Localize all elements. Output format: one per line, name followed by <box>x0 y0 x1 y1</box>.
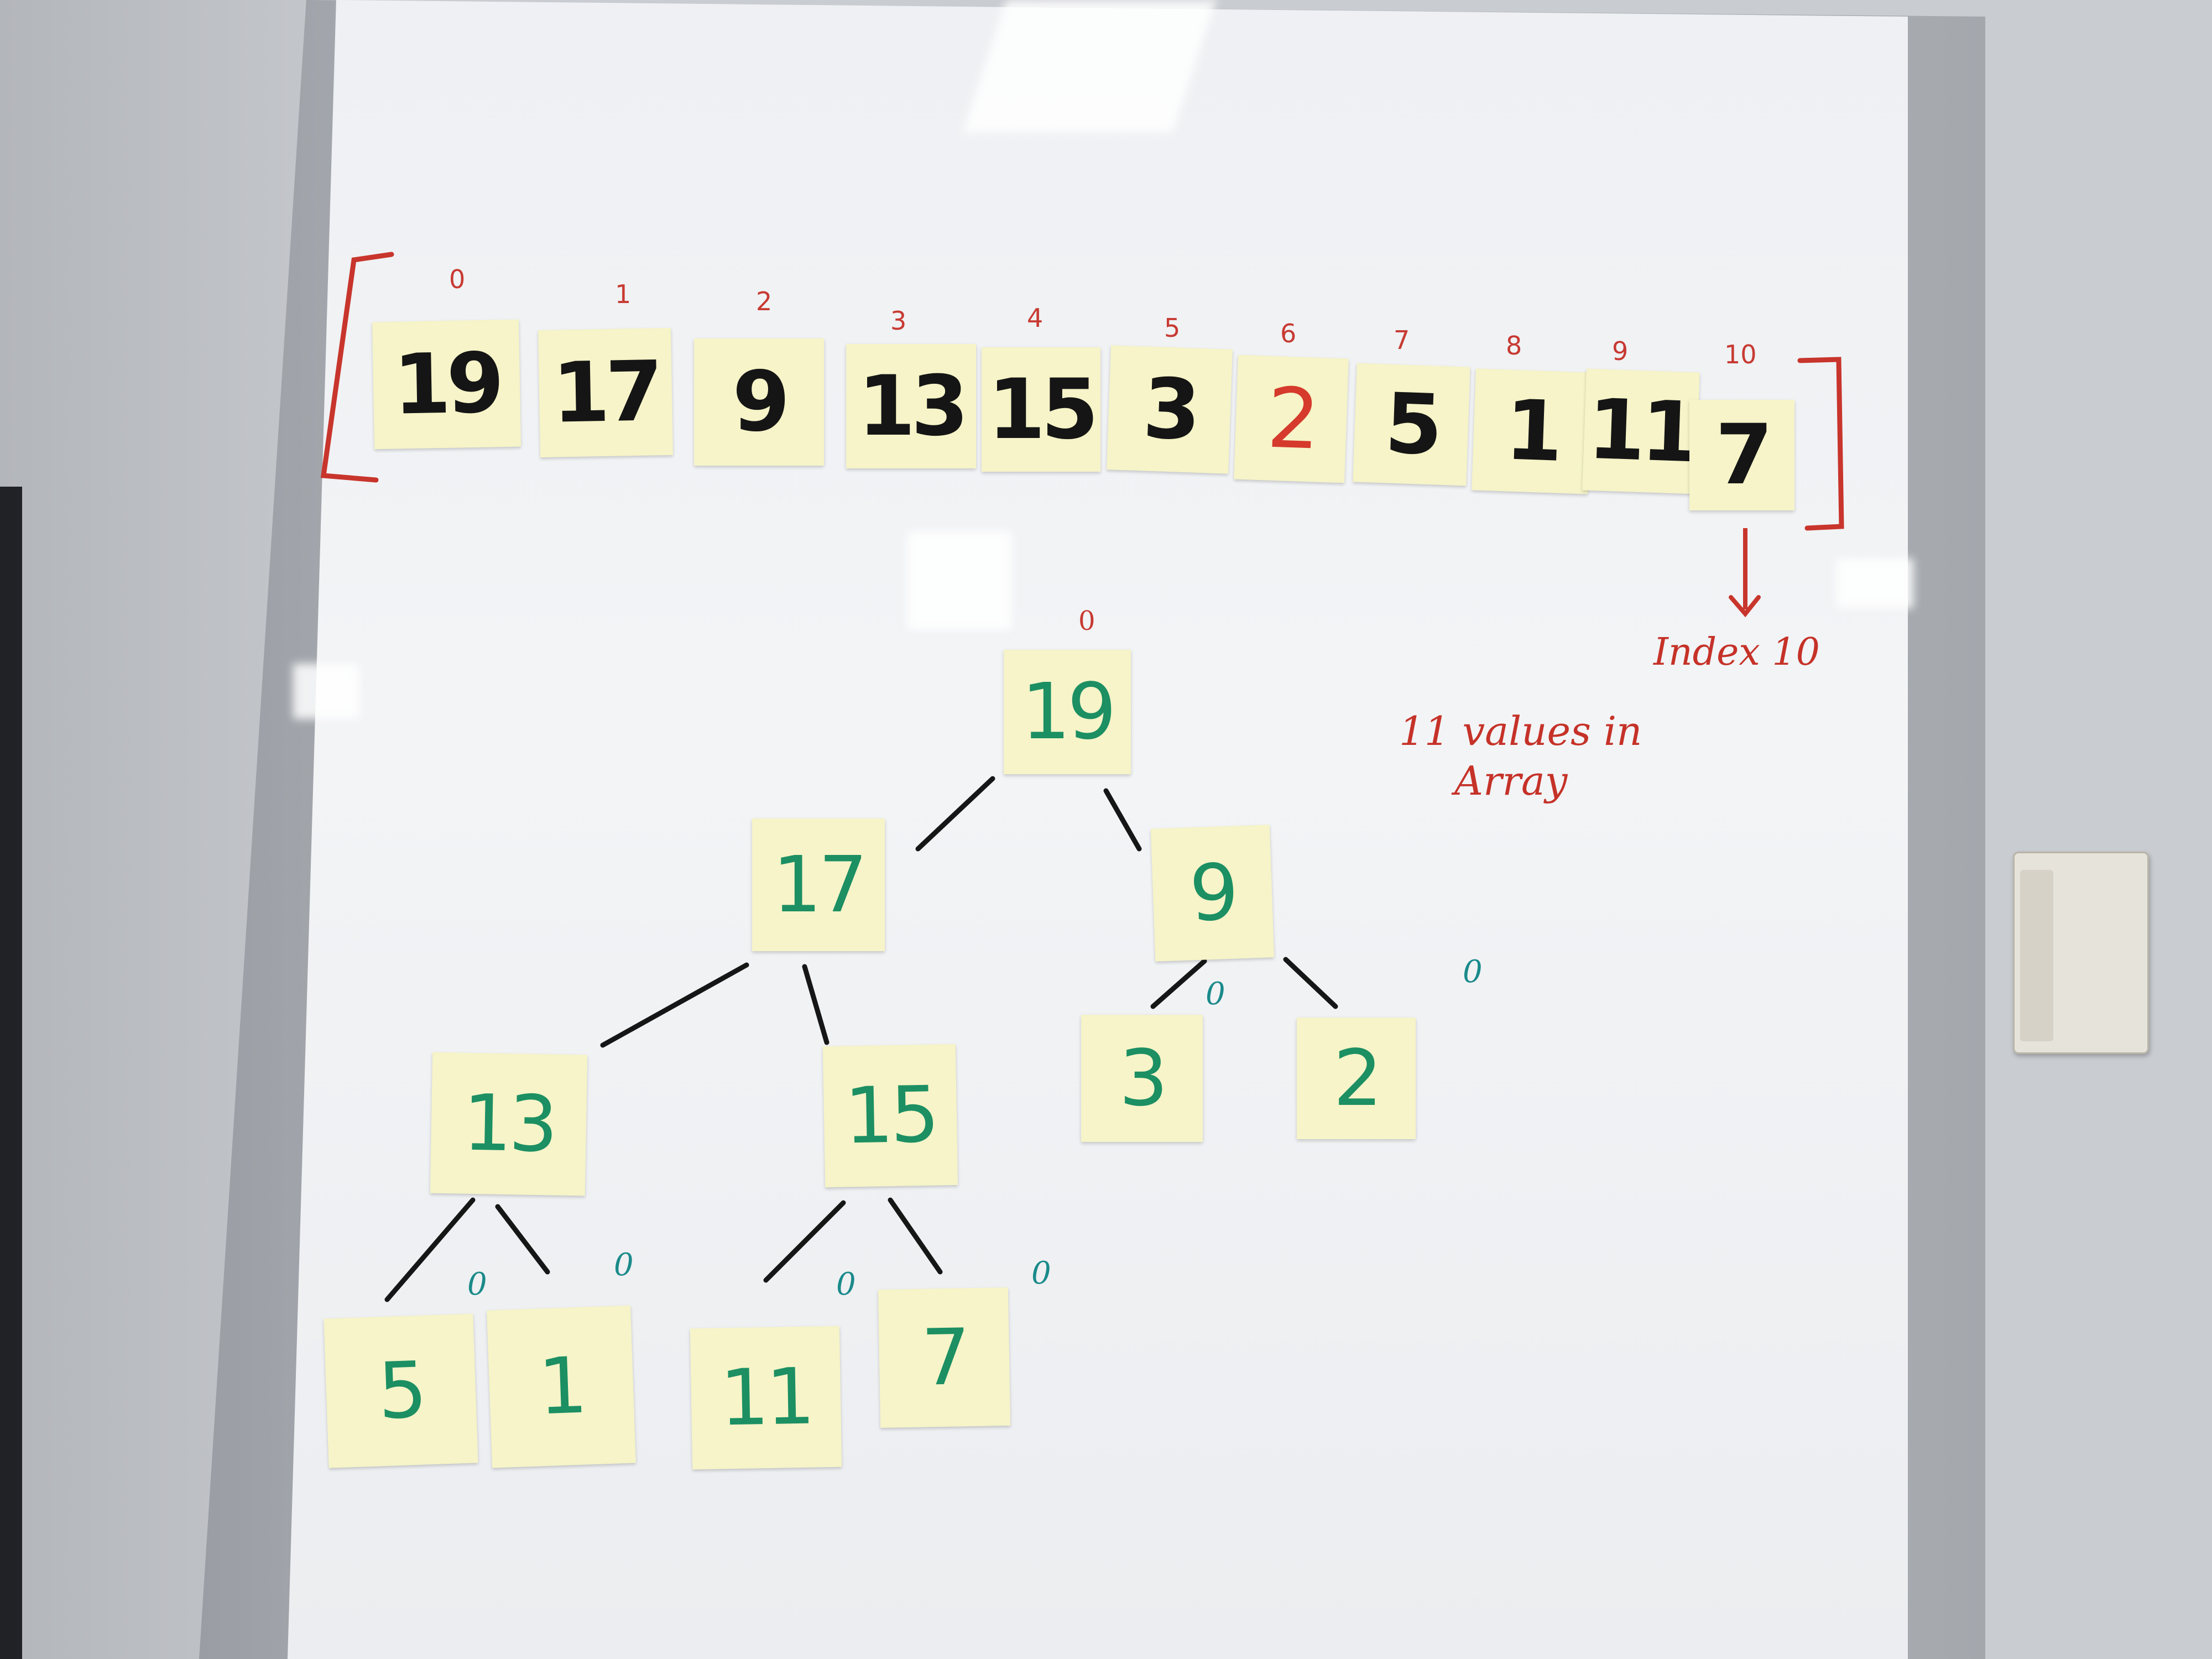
tree-node: 2 <box>1297 1018 1416 1139</box>
tree-node: 17 <box>752 818 885 951</box>
array-note: 19 <box>372 319 521 450</box>
array-value: 3 <box>1141 360 1198 459</box>
array-note: 15 <box>982 347 1100 472</box>
array-note: 9 <box>694 338 824 466</box>
tree-value: 13 <box>462 1078 556 1170</box>
left-bracket <box>320 252 394 483</box>
tree-value: 17 <box>772 839 868 930</box>
array-note: 7 <box>1689 400 1794 510</box>
null-child-marker: 0 <box>1031 1255 1051 1291</box>
tree-node: 7 <box>878 1287 1011 1428</box>
array-note: 2 <box>1234 354 1349 483</box>
tree-edge <box>763 1200 846 1283</box>
tree-node: 3 <box>1081 1015 1203 1142</box>
array-value: 13 <box>858 358 969 455</box>
array-note: 11 <box>1582 368 1700 494</box>
array-note: 17 <box>538 327 673 458</box>
array-index: 4 <box>1027 303 1044 333</box>
array-value: 5 <box>1383 375 1440 474</box>
array-value: 11 <box>1586 381 1696 482</box>
array-index: 7 <box>1394 325 1410 355</box>
tree-edge <box>384 1197 476 1302</box>
null-child-marker: 0 <box>1463 954 1483 990</box>
tree-value: 7 <box>920 1312 968 1404</box>
tree-node: 13 <box>430 1052 588 1196</box>
tree-edge <box>802 964 830 1045</box>
null-child-marker: 0 <box>1206 976 1225 1012</box>
tree-edge <box>1150 958 1207 1009</box>
index-arrow-head <box>1729 595 1761 618</box>
door-edge <box>0 487 22 1659</box>
tree-value: 2 <box>1333 1033 1383 1124</box>
null-child-marker: 0 <box>836 1266 856 1302</box>
light-glare <box>293 664 359 719</box>
tree-value: 3 <box>1119 1033 1168 1124</box>
light-glare <box>907 531 1012 630</box>
array-value: 1 <box>1503 382 1561 481</box>
right-bracket <box>1797 357 1844 531</box>
tree-edge <box>495 1204 550 1275</box>
count-annotation-line1: 11 values in <box>1399 708 1642 754</box>
array-value-highlighted: 2 <box>1265 370 1317 468</box>
tree-node: 5 <box>324 1313 478 1468</box>
array-note: 1 <box>1472 368 1592 494</box>
array-note: 13 <box>846 344 976 468</box>
index-annotation: Index 10 <box>1653 630 1820 674</box>
tree-node: 9 <box>1150 825 1275 962</box>
tree-value: 15 <box>843 1070 937 1162</box>
light-glare <box>1836 559 1913 608</box>
tree-edge <box>1283 957 1338 1009</box>
tree-value: 5 <box>376 1345 426 1437</box>
tree-value: 1 <box>536 1340 586 1433</box>
array-index: 8 <box>1506 331 1522 361</box>
array-index: 10 <box>1724 340 1757 369</box>
array-index: 9 <box>1612 336 1629 366</box>
tree-edge <box>600 962 749 1048</box>
root-index-label: 0 <box>1078 606 1095 637</box>
tree-node: 11 <box>690 1326 842 1470</box>
tree-node: 1 <box>487 1305 636 1468</box>
tree-value: 9 <box>1188 847 1237 939</box>
array-value: 7 <box>1715 407 1773 503</box>
array-index: 0 <box>449 264 466 294</box>
null-child-marker: 0 <box>467 1266 487 1302</box>
tree-edge <box>888 1197 943 1275</box>
wall-thermostat <box>2013 852 2149 1054</box>
array-index: 5 <box>1164 313 1181 343</box>
count-annotation-line2: Array <box>1454 758 1568 804</box>
array-index: 2 <box>756 286 773 316</box>
array-note: 5 <box>1353 363 1470 486</box>
tree-node-root: 19 <box>1004 650 1131 774</box>
tree-value: 19 <box>1021 667 1117 757</box>
tree-edge <box>1103 788 1142 852</box>
tree-value: 11 <box>719 1352 813 1444</box>
array-index: 3 <box>890 306 907 336</box>
tree-edge <box>915 776 995 852</box>
array-note: 3 <box>1107 345 1233 474</box>
array-value: 17 <box>551 343 660 442</box>
array-index: 1 <box>615 279 632 309</box>
array-value: 15 <box>988 361 1099 458</box>
array-value: 19 <box>392 335 501 434</box>
tree-node: 15 <box>822 1044 958 1188</box>
array-index: 6 <box>1280 319 1297 348</box>
null-child-marker: 0 <box>614 1247 634 1283</box>
array-value: 9 <box>732 354 790 450</box>
